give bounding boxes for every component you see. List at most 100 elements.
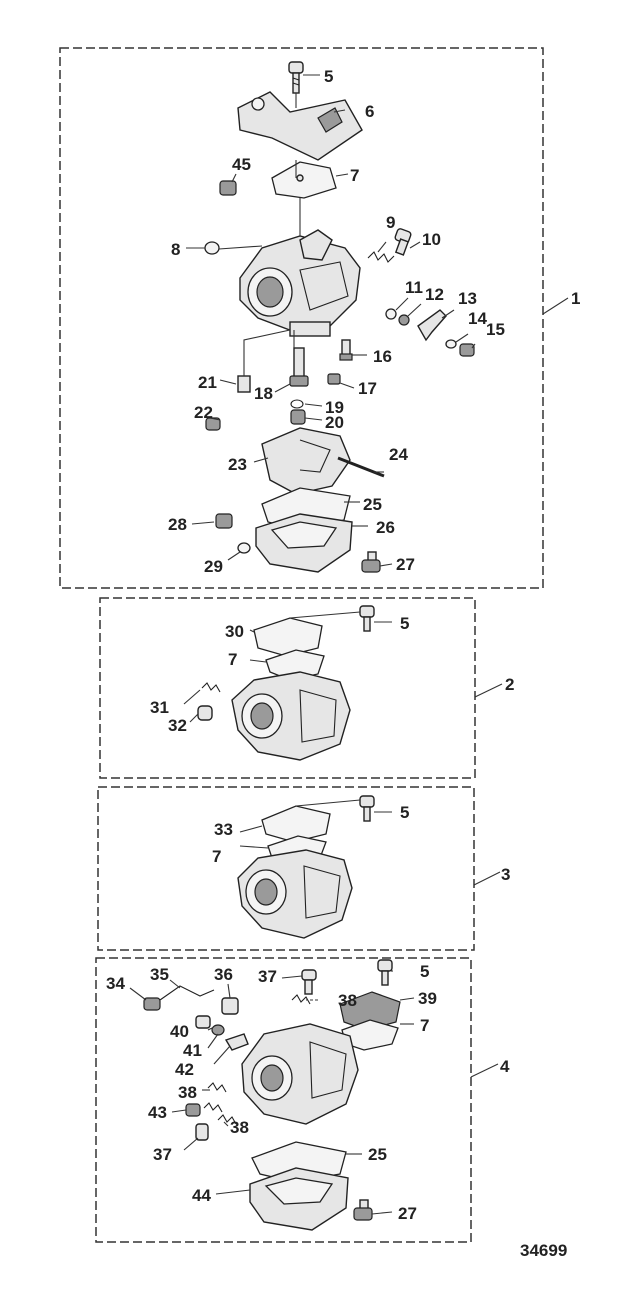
screw-part (195, 1123, 209, 1141)
part-callout: 22 (194, 403, 213, 422)
float-part (261, 427, 351, 495)
part-callout: 38 (230, 1118, 249, 1137)
fitting-part (143, 997, 161, 1011)
gasket-part (265, 649, 325, 681)
spring-part (207, 1082, 227, 1093)
cover-part (253, 617, 323, 657)
fuel-tube-part (159, 985, 215, 1001)
gasket-part (271, 161, 337, 199)
part-callout: 28 (168, 515, 187, 534)
part-callout: 39 (418, 989, 437, 1008)
spring-part (291, 994, 311, 1005)
group-1-box (59, 47, 544, 589)
spring-part (217, 1114, 237, 1125)
nut-part (195, 1015, 211, 1029)
part-callout: 25 (363, 495, 382, 514)
part-callout: 24 (389, 445, 408, 464)
drain-screw-part (361, 551, 381, 573)
figure-number: 34699 (520, 1241, 567, 1260)
part-callout: 20 (325, 413, 344, 432)
part-callout: 5 (324, 67, 333, 86)
washer-part (211, 1024, 225, 1036)
part-callout: 18 (254, 384, 273, 403)
pilot-jet-part (339, 339, 353, 361)
part-callout: 42 (175, 1060, 194, 1079)
screw-part (185, 1103, 201, 1117)
part-callout: 29 (204, 557, 223, 576)
part-callout: 33 (214, 820, 233, 839)
part-callout: 11 (405, 278, 423, 297)
part-callout: 15 (486, 320, 505, 339)
part-callout: 25 (368, 1145, 387, 1164)
screw-part (288, 61, 304, 94)
group-number: 1 (571, 289, 580, 308)
carburetor-body (237, 849, 353, 939)
part-callout: 5 (420, 962, 429, 981)
part-callout: 36 (214, 965, 233, 984)
washer-part (445, 339, 457, 349)
part-callout: 14 (468, 309, 487, 328)
carburetor-body (241, 1023, 359, 1125)
float-bowl-part (249, 1167, 349, 1231)
float-pin-part (337, 456, 385, 478)
nut-part (219, 180, 237, 196)
main-jet-part (290, 409, 306, 425)
gasket-part (237, 542, 251, 554)
screw-part (301, 969, 317, 995)
part-callout: 32 (168, 716, 187, 735)
part-callout: 7 (212, 847, 221, 866)
bracket-part (237, 91, 363, 161)
part-callout: 5 (400, 803, 409, 822)
part-callout: 6 (365, 102, 374, 121)
carburetor-body (231, 671, 351, 761)
clip-part (398, 314, 410, 326)
part-callout: 43 (148, 1103, 167, 1122)
part-callout: 26 (376, 518, 395, 537)
screw-part (359, 795, 375, 822)
part-callout: 7 (228, 650, 237, 669)
part-callout: 23 (228, 455, 247, 474)
part-callout: 31 (150, 698, 169, 717)
screw-part (377, 959, 393, 986)
part-callout: 5 (400, 614, 409, 633)
bowl-gasket-part (251, 1141, 347, 1183)
part-callout: 21 (198, 373, 217, 392)
part-callout: 44 (192, 1186, 211, 1205)
part-callout: 27 (396, 555, 415, 574)
spring-part (201, 682, 221, 693)
washer-part (385, 308, 397, 320)
throttle-lever-part (417, 309, 447, 342)
part-callout: 38 (338, 991, 357, 1010)
part-callout: 37 (258, 967, 277, 986)
part-callout: 35 (150, 965, 169, 984)
oring-part (290, 399, 304, 409)
part-callout: 13 (458, 289, 477, 308)
part-callout: 34 (106, 974, 125, 993)
group-3-box (97, 786, 475, 951)
spring-part (203, 1102, 223, 1113)
part-callout: 37 (153, 1145, 172, 1164)
plug-part (197, 705, 213, 721)
part-callout: 30 (225, 622, 244, 641)
float-bowl-part (255, 513, 353, 573)
part-callout: 7 (420, 1016, 429, 1035)
carburetor-body (239, 229, 361, 337)
screw-part (215, 513, 233, 529)
part-callout: 10 (422, 230, 441, 249)
group-number: 4 (500, 1057, 510, 1076)
group-number: 2 (505, 675, 514, 694)
part-callout: 9 (386, 213, 395, 232)
part-callout: 8 (171, 240, 180, 259)
nut-part (459, 343, 475, 357)
group-4-box (95, 957, 472, 1243)
oring-part (204, 241, 220, 255)
jet-part (237, 375, 251, 393)
part-callout: 27 (398, 1204, 417, 1223)
part-callout: 19 (325, 398, 344, 417)
fitting-part (221, 997, 239, 1015)
part-callout: 17 (358, 379, 377, 398)
plug-part (327, 373, 341, 385)
part-callout: 40 (170, 1022, 189, 1041)
part-callout: 38 (178, 1083, 197, 1102)
